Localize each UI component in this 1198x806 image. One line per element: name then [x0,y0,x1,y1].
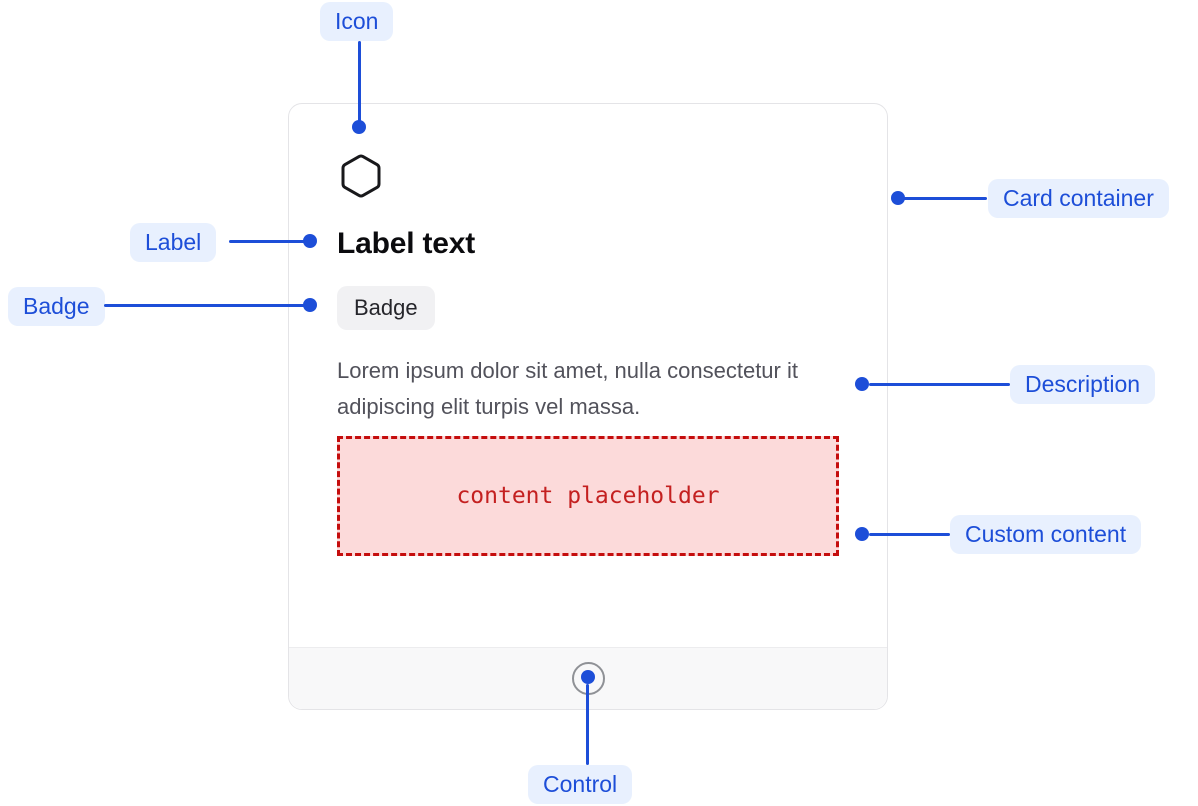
card-body: Label text Badge Lorem ipsum dolor sit a… [289,104,887,647]
connector-line-description [869,383,1010,386]
connector-dot-label [303,234,317,248]
connector-line-custom-content [869,533,950,536]
connector-dot-control [581,670,595,684]
card-container: Label text Badge Lorem ipsum dolor sit a… [288,103,888,710]
annotation-description: Description [1010,365,1156,404]
card-description: Lorem ipsum dolor sit amet, nulla consec… [337,358,798,419]
connector-dot-card-container [891,191,905,205]
placeholder-text: content placeholder [456,483,720,509]
hexagon-icon [341,154,381,198]
annotation-custom-content: Custom content [950,515,1142,554]
connector-dot-badge [303,298,317,312]
connector-line-label [229,240,305,243]
annotation-label: Label [130,223,217,262]
connector-line-badge [104,304,305,307]
connector-dot-icon [352,120,366,134]
connector-line-icon [358,41,361,122]
connector-dot-custom-content [855,527,869,541]
annotation-control: Control [528,765,633,804]
connector-line-card-container [901,197,987,200]
annotation-icon: Icon [320,2,394,41]
card-label: Label text [337,227,476,260]
annotation-badge: Badge [8,287,105,326]
badge: Badge [337,286,435,330]
connector-dot-description [855,377,869,391]
custom-content-placeholder: content placeholder [337,436,839,556]
connector-line-control [586,684,589,765]
annotation-card-container: Card container [988,179,1169,218]
